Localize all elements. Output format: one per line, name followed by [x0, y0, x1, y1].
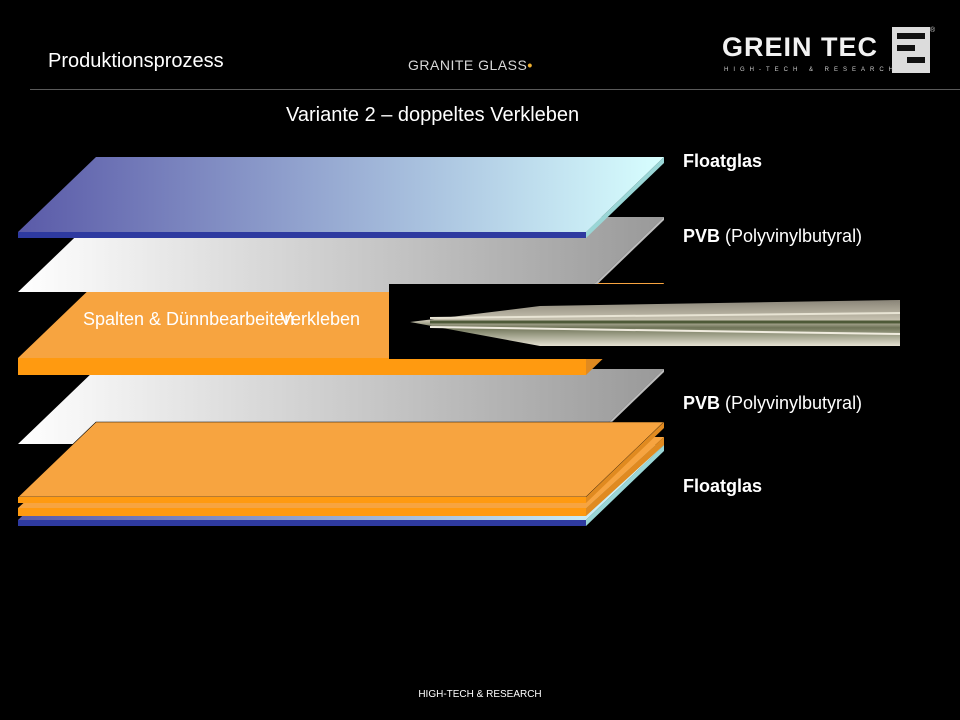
granite-glass-logo: GRANITE GLASS•	[408, 57, 533, 73]
layer-label-floatglas-bottom: Floatglas	[683, 476, 763, 496]
layer-label-floatglas-top: Floatglas	[683, 151, 763, 171]
page-title: Produktionsprozess	[48, 50, 224, 72]
slide-subtitle: Variante 2 – doppeltes Verkleben	[286, 104, 580, 126]
grein-tec-logo: GREIN TEC	[722, 32, 879, 62]
orange-plate-upper	[17, 421, 665, 503]
footer-tagline: HIGH-TECH & RESEARCH	[418, 689, 542, 700]
grein-tec-tagline: HIGH-TECH & RESEARCH	[724, 67, 899, 73]
granite-logo-text: GRANITE GLASS	[408, 57, 528, 73]
layer-label-pvb-top: PVB (Polyvinylbutyral)	[683, 226, 863, 246]
grein-s-mark-icon	[892, 27, 930, 73]
core-layer-text-spalten: Spalten & Dünnbearbeiten	[83, 309, 295, 329]
layer-label-pvb-bottom: PVB (Polyvinylbutyral)	[683, 393, 863, 413]
core-layer-text-verkleben: Verkleben	[280, 309, 361, 329]
registered-mark: ®	[930, 27, 936, 34]
laminated-glass-photo	[389, 284, 901, 359]
floatglass-layer-top	[18, 157, 664, 238]
header-divider	[30, 89, 960, 90]
logo-dot-icon: •	[527, 57, 533, 73]
